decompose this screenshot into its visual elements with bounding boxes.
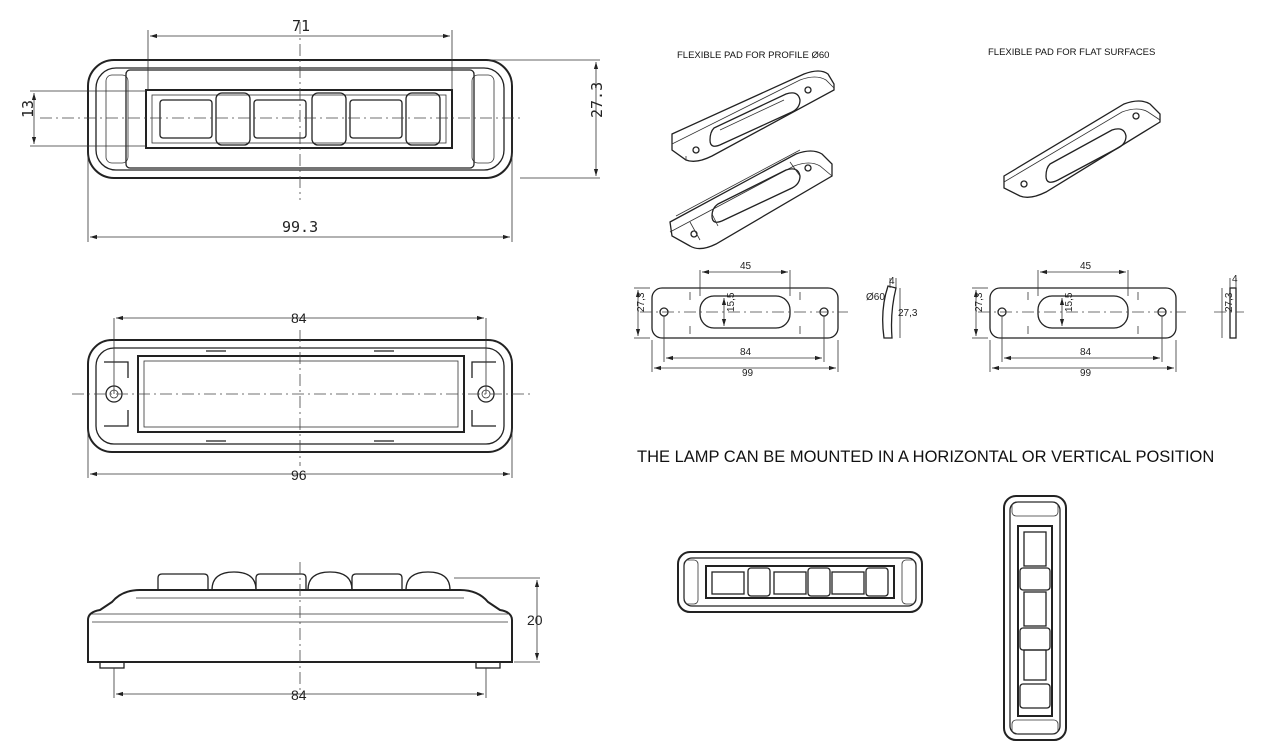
- dim-side-84: 84: [291, 687, 307, 703]
- flat-pad-side-section: 4 27,3: [1214, 274, 1244, 339]
- profile-pad-plan: 45 15,5 27,3 84 99: [634, 261, 848, 379]
- flat-pad-isometric: [1003, 100, 1161, 198]
- dim-base-84: 84: [291, 310, 307, 326]
- flat-pad-plan: 45 15,5 27,3 84 99: [972, 261, 1186, 379]
- profile-dim-diameter: Ø60: [866, 292, 885, 303]
- profile-pad-isometric-lower: [669, 149, 833, 250]
- flat-side-dim-4: 4: [1232, 274, 1238, 285]
- mounting-note: THE LAMP CAN BE MOUNTED IN A HORIZONTAL …: [637, 448, 1214, 466]
- flat-dim-27: 27,3: [974, 292, 985, 312]
- flat-dim-15: 15,5: [1064, 292, 1075, 312]
- flat-dim-45: 45: [1080, 261, 1092, 272]
- profile-pad-isometric-upper: [671, 70, 835, 162]
- dim-side-20: 20: [527, 612, 543, 628]
- profile-pad-title: FLEXIBLE PAD FOR PROFILE Ø60: [677, 50, 829, 61]
- top-view-lamp: 71 13 27.3 99.3: [19, 17, 606, 242]
- dim-length-99: 99.3: [282, 218, 318, 236]
- dim-height-27: 27.3: [588, 82, 606, 118]
- dim-base-96: 96: [291, 467, 307, 483]
- profile-dim-84: 84: [740, 347, 752, 358]
- dim-height-13: 13: [19, 100, 37, 118]
- profile-side-dim-27: 27,3: [898, 308, 918, 319]
- profile-dim-45: 45: [740, 261, 752, 272]
- horizontal-lamp: [677, 551, 923, 613]
- flat-dim-99: 99: [1080, 368, 1092, 379]
- profile-dim-15: 15,5: [726, 292, 737, 312]
- profile-side-dim-4: 4: [889, 276, 895, 287]
- base-view-lamp: 84 96: [72, 310, 530, 483]
- profile-dim-99: 99: [742, 368, 754, 379]
- dim-width-71: 71: [292, 17, 310, 35]
- lens-row: [159, 92, 441, 146]
- flat-pad-title: FLEXIBLE PAD FOR FLAT SURFACES: [988, 47, 1155, 58]
- flat-dim-84: 84: [1080, 347, 1092, 358]
- vertical-lamp: [1003, 495, 1067, 741]
- profile-pad-side-section: 4 Ø60 27,3: [866, 276, 918, 339]
- side-view-lamp: 20 84: [87, 562, 543, 703]
- profile-dim-27: 27,3: [636, 292, 647, 312]
- flat-side-dim-27: 27,3: [1224, 292, 1235, 312]
